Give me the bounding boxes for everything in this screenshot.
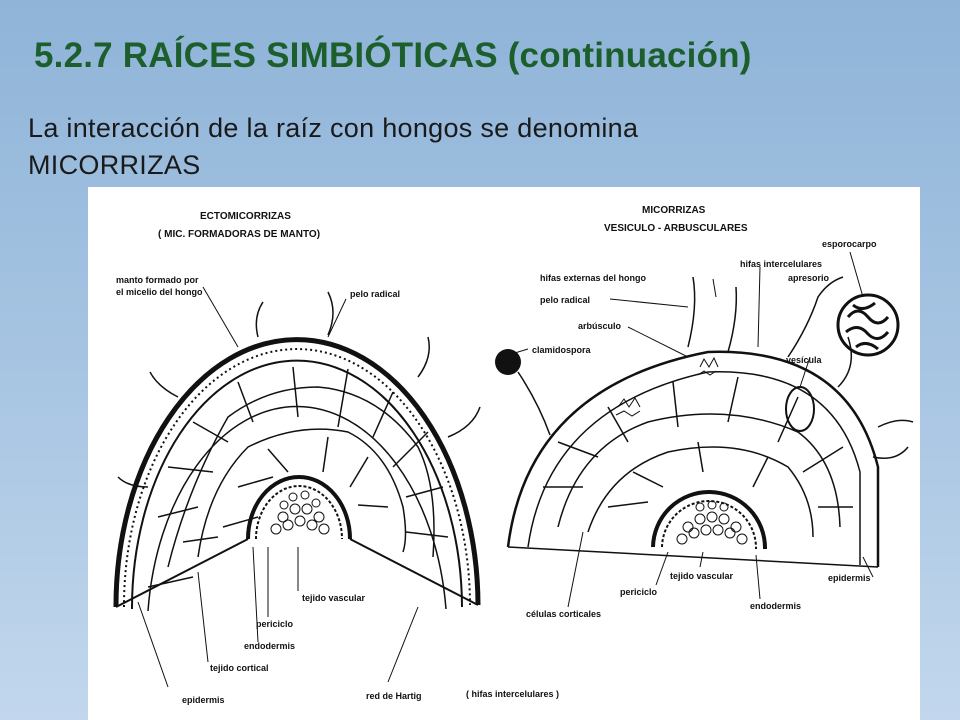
va-label-chlamydospore: clamidospora xyxy=(532,345,592,355)
va-label-apresorio: apresorio xyxy=(788,273,830,283)
body-line-2: MICORRIZAS xyxy=(28,150,201,180)
va-label-external-hyphae: hifas externas del hongo xyxy=(540,273,647,283)
va-label-epidermis: epidermis xyxy=(828,573,871,583)
ecto-label-root-hair: pelo radical xyxy=(350,289,400,299)
endodermis-arc xyxy=(246,475,352,540)
pericycle-arc xyxy=(255,485,343,540)
va-epidermis-inner xyxy=(527,371,861,565)
ecto-label-pericycle: periciclo xyxy=(256,619,294,629)
va-arbuscules xyxy=(615,356,719,417)
va-label-pericycle: periciclo xyxy=(620,587,658,597)
cortical-cells xyxy=(147,366,449,588)
va-label-cortical-cells: células corticales xyxy=(526,609,601,619)
mantle-outer xyxy=(113,337,481,608)
chlamydospore-hypha xyxy=(517,371,551,436)
epidermis-line xyxy=(130,359,463,610)
vascular-tissue xyxy=(270,490,330,535)
va-label-sporocarp: esporocarpo xyxy=(822,239,877,249)
va-cortical-cells xyxy=(543,376,853,538)
ectomycorrhiza-drawing: ECTOMICORRIZAS ( MIC. FORMADORAS DE MANT… xyxy=(113,211,559,705)
va-subheading: VESICULO - ARBUSCULARES xyxy=(604,223,748,234)
va-external-hyphae xyxy=(687,276,914,459)
ecto-label-vascular: tejido vascular xyxy=(302,593,366,603)
ecto-subheading: ( MIC. FORMADORAS DE MANTO) xyxy=(158,229,320,240)
ecto-label-endodermis: endodermis xyxy=(244,641,295,651)
root-hairs-left xyxy=(117,291,481,488)
chlamydospore xyxy=(495,349,521,375)
va-heading: MICORRIZAS xyxy=(642,205,706,216)
va-label-vesicle: vesícula xyxy=(786,355,823,365)
section-base xyxy=(115,538,479,608)
slide-title: 5.2.7 RAÍCES SIMBIÓTICAS (continuación) xyxy=(34,36,752,75)
sporocarp xyxy=(836,293,900,357)
right-leader-lines xyxy=(507,251,874,608)
body-line-1: La interacción de la raíz con hongos se … xyxy=(28,113,639,143)
va-pericycle-arc xyxy=(661,500,758,550)
ecto-label-hyphae: ( hifas intercelulares ) xyxy=(466,689,559,699)
va-vesicle xyxy=(785,386,815,432)
ecto-label-cortical: tejido cortical xyxy=(210,663,269,673)
mantle-dots xyxy=(122,348,471,608)
va-base xyxy=(507,546,879,568)
mycorrhiza-diagram: ECTOMICORRIZAS ( MIC. FORMADORAS DE MANT… xyxy=(88,187,920,720)
va-mycorrhiza-drawing: MICORRIZAS VESICULO - ARBUSCULARES espor… xyxy=(495,205,914,619)
slide-body-text: La interacción de la raíz con hongos se … xyxy=(28,110,928,184)
va-epidermis-outer xyxy=(506,350,880,567)
left-leader-lines xyxy=(137,286,419,688)
va-label-intercellular-hyphae: hifas intercelulares xyxy=(740,259,822,269)
ecto-label-epidermis: epidermis xyxy=(182,695,225,705)
va-label-vascular: tejido vascular xyxy=(670,571,734,581)
ecto-label-mantle-2: el micelio del hongo xyxy=(116,287,203,297)
ecto-heading: ECTOMICORRIZAS xyxy=(200,211,291,222)
ecto-label-hartig: red de Hartig xyxy=(366,691,422,701)
va-vascular-tissue xyxy=(676,500,748,545)
diagram-svg: ECTOMICORRIZAS ( MIC. FORMADORAS DE MANT… xyxy=(113,205,914,705)
va-label-arbuscule: arbúsculo xyxy=(578,321,622,331)
ecto-label-mantle-1: manto formado por xyxy=(116,275,199,285)
va-endodermis-arc xyxy=(651,490,768,550)
va-label-endodermis: endodermis xyxy=(750,601,801,611)
va-label-root-hair: pelo radical xyxy=(540,295,590,305)
